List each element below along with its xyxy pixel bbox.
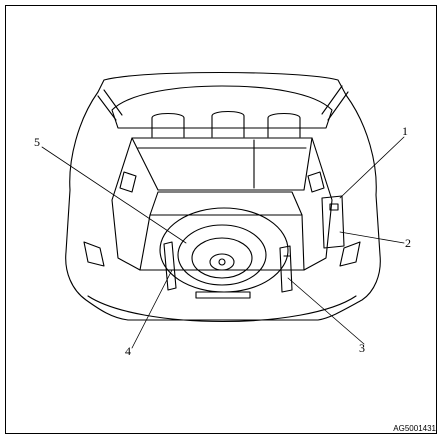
- side-trim-right: [303, 137, 333, 271]
- vehicle-body-outline: [65, 71, 381, 321]
- leader-line-5: [41, 146, 187, 244]
- wheel-hub: [209, 253, 235, 271]
- figure-frame: [5, 5, 437, 434]
- tool-bag: [163, 241, 177, 291]
- cargo-floor: [149, 191, 303, 216]
- headrest-center: [211, 110, 245, 138]
- taillight-right: [339, 241, 361, 267]
- callout-4: 4: [125, 344, 131, 358]
- callout-1: 1: [402, 124, 408, 138]
- taillight-left: [83, 241, 105, 267]
- liftgate-opening: [111, 85, 333, 129]
- callout-3: 3: [359, 341, 365, 355]
- leader-line-2: [339, 231, 405, 244]
- callout-2: 2: [405, 236, 411, 250]
- headrest-left: [151, 112, 185, 138]
- rear-bumper: [87, 295, 357, 322]
- leader-line-4: [131, 269, 173, 349]
- callout-5: 5: [34, 135, 40, 149]
- gas-strut-right: [321, 85, 349, 121]
- reference-code: AG5001431: [393, 424, 436, 433]
- gas-strut-left: [97, 89, 123, 121]
- side-storage-compartment: [321, 195, 345, 249]
- leader-line-3: [287, 277, 365, 345]
- spare-tire-well: [159, 207, 289, 293]
- headrest-right: [267, 112, 301, 138]
- rear-seatback: [131, 137, 313, 191]
- jack: [279, 245, 293, 293]
- side-trim-left: [111, 137, 141, 271]
- leader-line-1: [339, 136, 405, 199]
- spare-tire: [177, 224, 267, 286]
